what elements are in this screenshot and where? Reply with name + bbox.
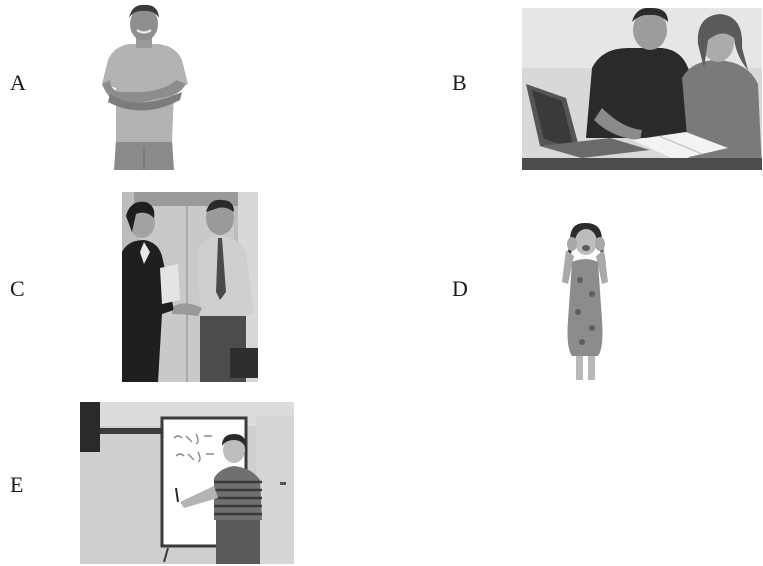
teacher-whiteboard-photo (80, 402, 294, 564)
two-students-laptop-photo (522, 8, 762, 170)
option-label-a: A (10, 70, 26, 95)
option-label-e: E (10, 472, 24, 497)
girl-calling-out-photo (556, 220, 614, 382)
man-arms-crossed-photo (96, 0, 192, 170)
business-handshake-photo (122, 192, 258, 382)
option-label-b: B (452, 70, 467, 95)
option-label-d: D (452, 276, 468, 301)
option-label-c: C (10, 276, 25, 301)
